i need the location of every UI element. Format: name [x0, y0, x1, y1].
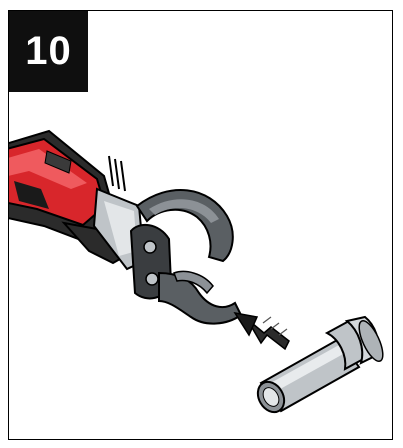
press-tool-icon [9, 131, 144, 269]
insert-arrow-icon [235, 313, 289, 349]
step-illustration [9, 11, 393, 440]
press-jaw-icon [131, 190, 241, 324]
instruction-frame: 10 [8, 10, 393, 440]
